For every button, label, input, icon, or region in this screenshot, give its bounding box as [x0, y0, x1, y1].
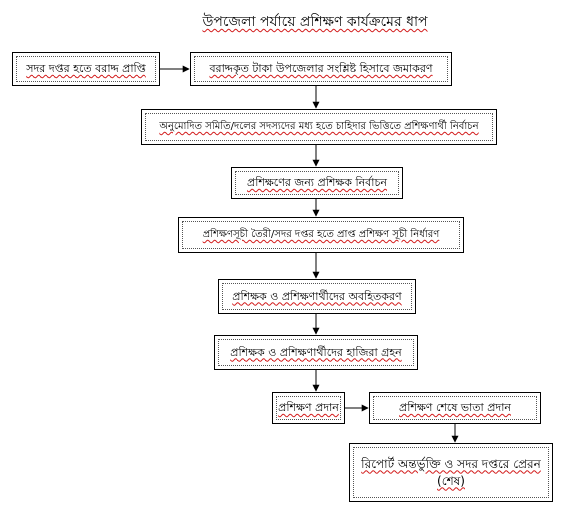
- step-informing: প্রশিক্ষক ও প্রশিক্ষণার্থীদের অবহিতকরণ: [218, 279, 416, 314]
- step-trainer-selection: প্রশিক্ষণের জন্য প্রশিক্ষক নির্বাচন: [231, 167, 403, 199]
- diagram-title: উপজেলা পর্যায়ে প্রশিক্ষণ কার্যক্রমের ধা…: [202, 14, 428, 30]
- step-module-and-schedule: প্রশিক্ষণসূচী তৈরী/সদর দপ্তর হতে প্রাপ্ত…: [178, 217, 464, 253]
- step-trainee-selection: অনুমোদিত সমিতি/দলের সদস্যদের মধ্য হতে চা…: [141, 109, 497, 145]
- step-allowance: প্রশিক্ষণ শেষে ভাতা প্রদান: [369, 392, 541, 424]
- step-report-label: রিপোর্ট অন্তর্ভুক্তি ও সদর দপ্তরে প্রেরন…: [353, 447, 549, 498]
- step-module-and-schedule-label: প্রশিক্ষণসূচী তৈরী/সদর দপ্তর হতে প্রাপ্ত…: [182, 221, 460, 249]
- step-training-delivery: প্রশিক্ষণ প্রদান: [272, 392, 345, 424]
- step-trainer-selection-label: প্রশিক্ষণের জন্য প্রশিক্ষক নির্বাচন: [235, 171, 399, 195]
- step-allocation-received: সদর দপ্তর হতে বরাদ্দ প্রাপ্তি: [12, 52, 160, 86]
- step-informing-label: প্রশিক্ষক ও প্রশিক্ষণার্থীদের অবহিতকরণ: [222, 283, 412, 310]
- step-trainee-selection-label: অনুমোদিত সমিতি/দলের সদস্যদের মধ্য হতে চা…: [145, 113, 493, 141]
- step-allocation-received-label: সদর দপ্তর হতে বরাদ্দ প্রাপ্তি: [16, 56, 156, 82]
- step-allowance-label: প্রশিক্ষণ শেষে ভাতা প্রদান: [373, 396, 537, 420]
- step-training-delivery-label: প্রশিক্ষণ প্রদান: [276, 396, 341, 420]
- step-attendance: প্রশিক্ষক ও প্রশিক্ষণার্থীদের হাজিরা গ্র…: [214, 335, 418, 370]
- step-fund-deposit: বরাদ্দকৃত টাকা উপজেলার সংশ্লিষ্ট হিসাবে …: [190, 52, 452, 86]
- step-fund-deposit-label: বরাদ্দকৃত টাকা উপজেলার সংশ্লিষ্ট হিসাবে …: [194, 56, 448, 82]
- step-attendance-label: প্রশিক্ষক ও প্রশিক্ষণার্থীদের হাজিরা গ্র…: [218, 339, 414, 366]
- step-report: রিপোর্ট অন্তর্ভুক্তি ও সদর দপ্তরে প্রেরন…: [349, 443, 553, 502]
